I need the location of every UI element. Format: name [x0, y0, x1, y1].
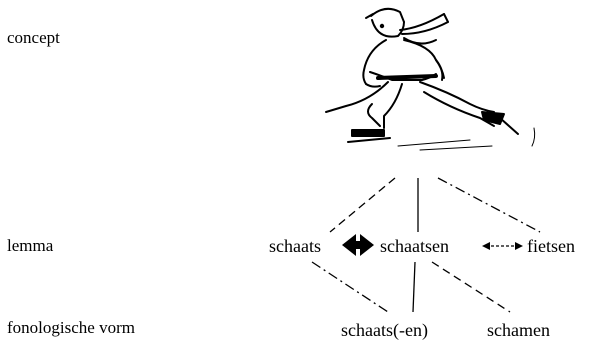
- lemma-fietsen: fietsen: [527, 236, 575, 256]
- form-schamen: schamen: [487, 320, 550, 340]
- link-schaatsen-schaats-en: [412, 261, 416, 313]
- link-concept-fietsen: [437, 177, 541, 233]
- lemma-schaats: schaats: [269, 236, 321, 256]
- ice-skater-drawing-icon: [325, 7, 536, 151]
- strong-double-arrow-icon: [342, 234, 374, 256]
- level-label-form: fonologische vorm: [7, 318, 135, 337]
- level-label-lemma: lemma: [7, 236, 54, 255]
- lemma-schaatsen: schaatsen: [380, 236, 449, 256]
- level-label-concept: concept: [7, 28, 60, 47]
- link-schaatsen-schamen: [431, 261, 511, 313]
- link-concept-schaats: [329, 177, 396, 233]
- weak-double-arrow-icon: [482, 242, 523, 250]
- link-schaats-schaats-en: [311, 261, 389, 313]
- form-schaats-en: schaats(-en): [341, 320, 428, 340]
